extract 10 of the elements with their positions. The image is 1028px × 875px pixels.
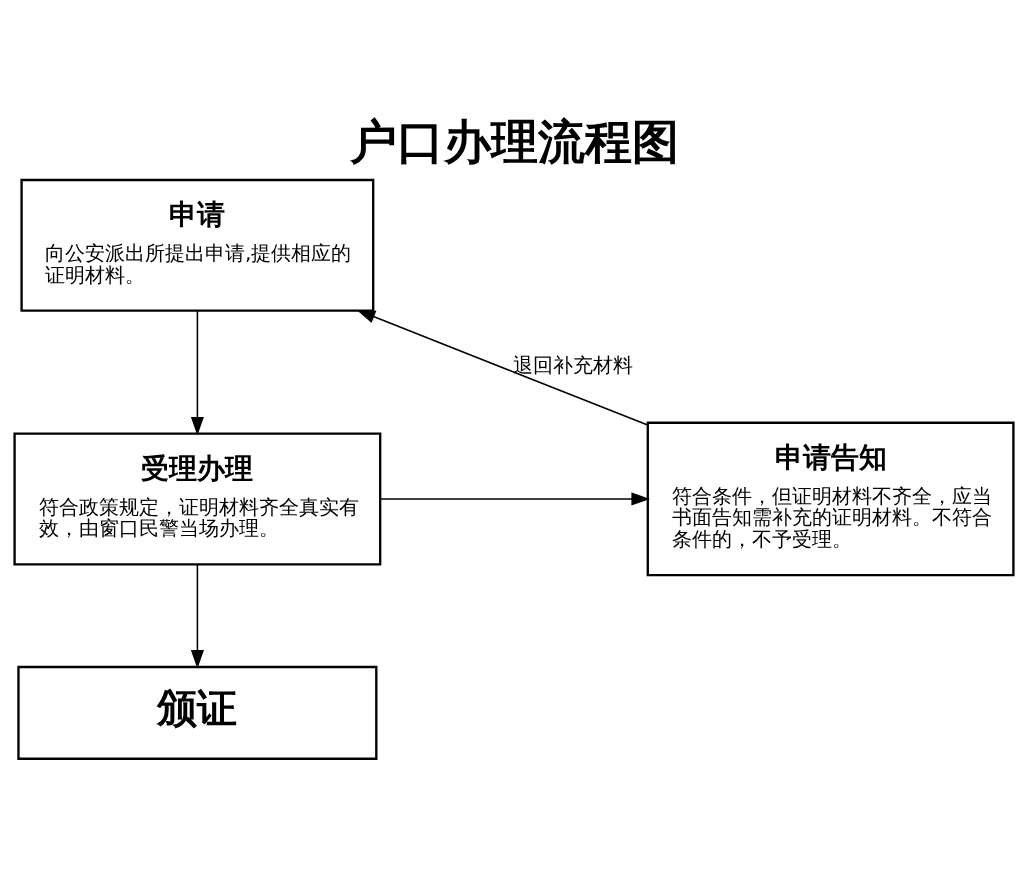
diagram-title: 户口办理流程图 [349,115,679,170]
arrow [356,309,649,426]
arrow [379,492,651,506]
arrow [190,310,204,436]
node-box: 申请 向公安派出所提出申请,提供相应的证明材料。 [20,178,375,312]
node-box: 颁证 [17,665,378,760]
arrow [190,563,204,669]
node-box: 申请告知 符合条件，但证明材料不齐全，应当书面告知需补充的证明材料。不符合条件的，不予受理。 [646,421,1015,577]
edge-label: 退回补充材料 [513,353,634,377]
node-box: 受理办理 符合政策规定，证明材料齐全真实有效，由窗口民警当场办理。 [13,432,382,566]
